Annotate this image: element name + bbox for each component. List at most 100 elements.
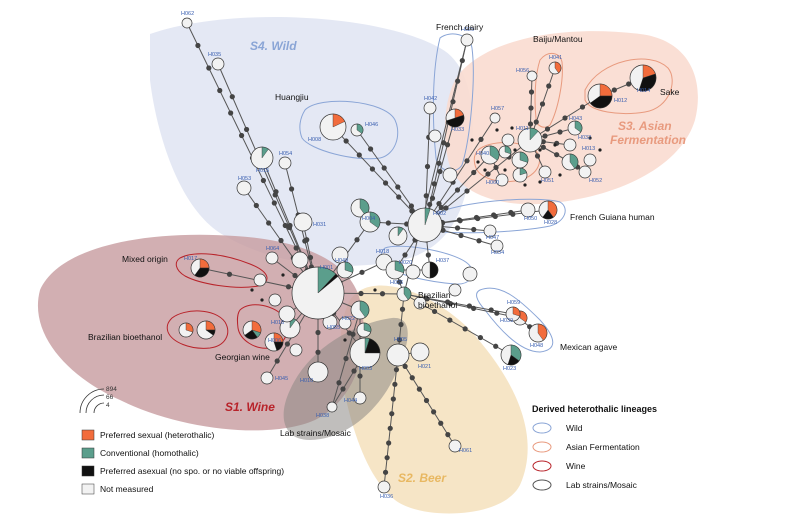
haplotype-node-h022[interactable] [350, 300, 370, 320]
haplotype-node-h020[interactable] [385, 260, 405, 280]
haplotype-node-h031[interactable] [293, 212, 313, 232]
haplotype-node-h064[interactable] [265, 251, 279, 265]
haplotype-node-h021[interactable] [410, 342, 430, 362]
haplotype-node-h004[interactable] [359, 211, 381, 233]
intermediate-node [399, 306, 406, 312]
haplotype-node-h037[interactable] [421, 261, 439, 279]
haplotype-node-h052[interactable] [578, 165, 592, 179]
intermediate-node [354, 237, 360, 243]
haplotype-node-h032[interactable] [563, 138, 577, 152]
haplotype-node-h017[interactable] [190, 258, 210, 278]
haplotype-label-h048: H048 [530, 343, 543, 349]
haplotype-node-h012[interactable] [587, 83, 613, 109]
haplotype-node-h053[interactable] [236, 180, 252, 196]
mutation-dot [483, 168, 487, 172]
haplotype-node[interactable] [405, 264, 421, 280]
intermediate-node [271, 200, 277, 206]
haplotype-node-h051[interactable] [538, 165, 552, 179]
haplotype-node-h056[interactable] [526, 70, 538, 82]
haplotype-label-h053: H053 [238, 176, 251, 182]
haplotype-node-h047[interactable] [483, 224, 497, 238]
haplotype-node-h048[interactable] [528, 323, 548, 343]
haplotype-label-h016: H016 [271, 320, 284, 326]
size-label-medium: 66 [106, 394, 114, 401]
haplotype-node[interactable] [428, 129, 442, 143]
haplotype-node[interactable] [331, 246, 349, 264]
haplotype-node-h035[interactable] [211, 57, 225, 71]
haplotype-node[interactable] [196, 320, 216, 340]
intermediate-node [229, 94, 235, 100]
annotation-baiju: Baiju/Mantou [533, 34, 583, 44]
haplotype-node[interactable] [512, 167, 528, 183]
haplotype-node[interactable] [356, 322, 372, 338]
haplotype-node-h055[interactable] [338, 316, 352, 330]
haplotype-node[interactable] [413, 296, 427, 310]
haplotype-node-h045[interactable] [260, 371, 274, 385]
haplotype-node-h026[interactable] [396, 286, 412, 302]
haplotype-node-h046[interactable] [350, 123, 364, 137]
intermediate-node [544, 126, 551, 132]
legend-swatch-homothallic [81, 447, 95, 459]
haplotype-node-h041[interactable] [548, 61, 562, 75]
haplotype-node[interactable] [264, 332, 284, 352]
haplotype-node-h062[interactable] [181, 17, 193, 29]
haplotype-node[interactable] [501, 133, 515, 147]
haplotype-node[interactable] [289, 343, 303, 357]
haplotype-node-h033[interactable] [445, 108, 465, 128]
intermediate-node [527, 121, 534, 127]
haplotype-label-h031: H031 [313, 222, 326, 228]
intermediate-node [424, 163, 431, 170]
haplotype-node-h016[interactable] [278, 305, 296, 323]
haplotype-node-h042[interactable] [423, 101, 437, 115]
haplotype-node-h010[interactable] [307, 361, 329, 383]
haplotype-node-h040[interactable] [480, 145, 500, 165]
haplotype-node[interactable] [253, 273, 267, 287]
haplotype-node[interactable] [178, 322, 194, 338]
haplotype-node-h023[interactable] [500, 344, 522, 366]
haplotype-node-h054[interactable] [278, 156, 292, 170]
haplotype-node[interactable] [583, 153, 597, 167]
intermediate-node [462, 326, 468, 332]
haplotype-node[interactable] [388, 226, 408, 246]
haplotype-node-h050[interactable] [520, 202, 536, 218]
haplotype-node-h001[interactable] [291, 266, 345, 320]
haplotype-node[interactable] [291, 251, 309, 269]
annotation-huangjiu: Huangjiu [275, 92, 309, 102]
haplotype-node-h036[interactable] [377, 480, 391, 494]
haplotype-label-h008: H008 [308, 137, 321, 143]
haplotype-node-h044[interactable] [353, 391, 367, 405]
haplotype-node-h060[interactable] [495, 173, 509, 187]
intermediate-node [382, 180, 389, 186]
haplotype-node-h028[interactable] [538, 200, 558, 220]
haplotype-node-h015[interactable] [250, 146, 274, 170]
intermediate-node [293, 245, 299, 251]
haplotype-node-h029[interactable] [460, 33, 474, 47]
haplotype-node-h013[interactable] [561, 153, 579, 171]
haplotype-node[interactable] [511, 151, 529, 169]
intermediate-node [431, 308, 438, 315]
haplotype-node-h038[interactable] [326, 401, 338, 413]
intermediate-node [454, 225, 461, 231]
haplotype-node-h059[interactable] [505, 306, 521, 322]
haplotype-node[interactable] [448, 283, 462, 297]
haplotype-label-h060: H060 [486, 180, 499, 186]
haplotype-node-h002[interactable] [407, 207, 443, 243]
haplotype-node-h005[interactable] [386, 343, 410, 367]
haplotype-node-h014[interactable] [629, 64, 657, 92]
haplotype-node[interactable] [268, 293, 282, 307]
haplotype-node-h034[interactable] [490, 239, 504, 253]
haplotype-node-h008[interactable] [319, 113, 347, 141]
haplotype-node[interactable] [242, 320, 262, 340]
haplotype-node[interactable] [462, 266, 478, 282]
haplotype-node-h043[interactable] [567, 120, 583, 136]
haplotype-node[interactable] [442, 167, 458, 183]
haplotype-node-h061[interactable] [448, 439, 462, 453]
haplotype-node-h057[interactable] [489, 112, 501, 124]
haplotype-node-h011[interactable] [517, 127, 543, 153]
haplotype-node-h003[interactable] [349, 337, 381, 369]
intermediate-node [217, 87, 223, 94]
intermediate-node [528, 105, 534, 111]
haplotype-node-h049[interactable] [336, 261, 354, 279]
outline-wine-brazilian [166, 310, 229, 349]
haplotype-node[interactable] [498, 145, 512, 159]
